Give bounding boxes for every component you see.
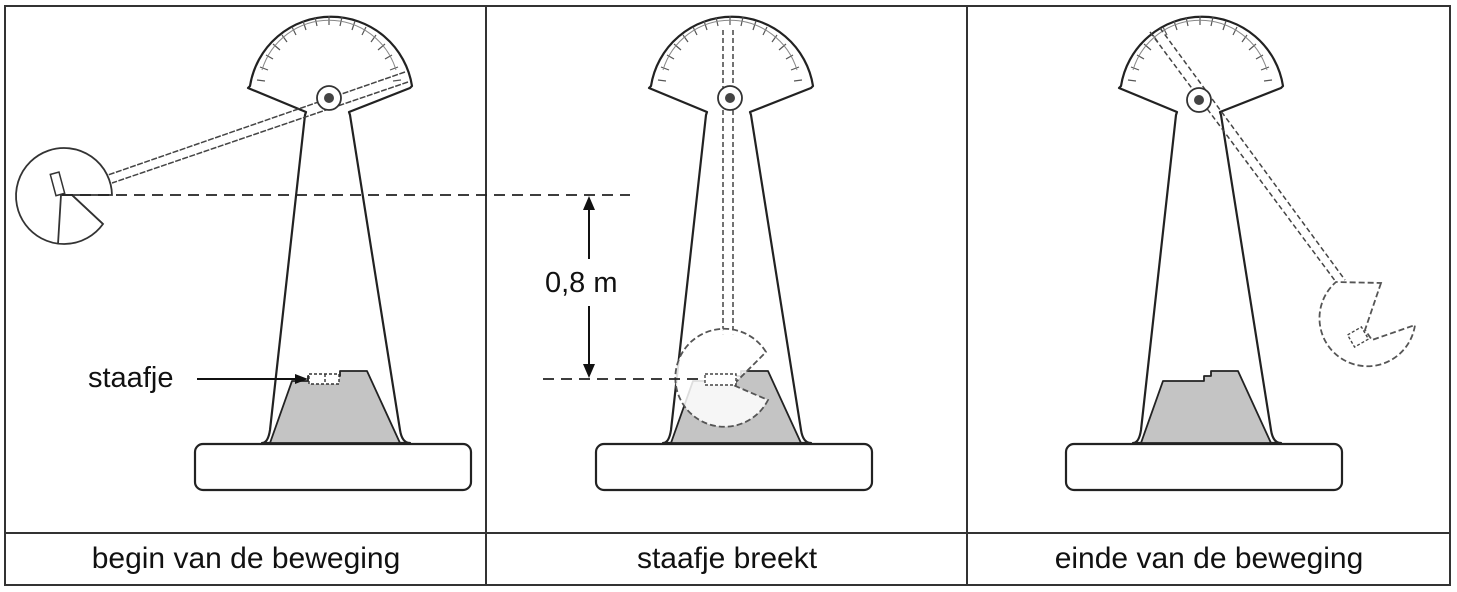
pendulum-disk-begin: [15, 147, 113, 245]
rod-intact: [308, 373, 340, 385]
panel-end-pendulum: [1149, 27, 1417, 368]
caption-begin: begin van de beweging: [91, 542, 401, 575]
panel-breaks-pendulum: [543, 30, 770, 428]
height-label: 0,8 m: [545, 267, 618, 299]
panel-begin: [15, 14, 630, 492]
rod-label: staafje: [88, 362, 174, 394]
caption-breaks: staafje breekt: [636, 542, 818, 575]
figure-grid: [4, 5, 1451, 586]
panel-end: [1064, 14, 1344, 492]
pendulum-arm-begin: [107, 71, 409, 184]
caption-end: einde van de beweging: [1054, 542, 1364, 575]
